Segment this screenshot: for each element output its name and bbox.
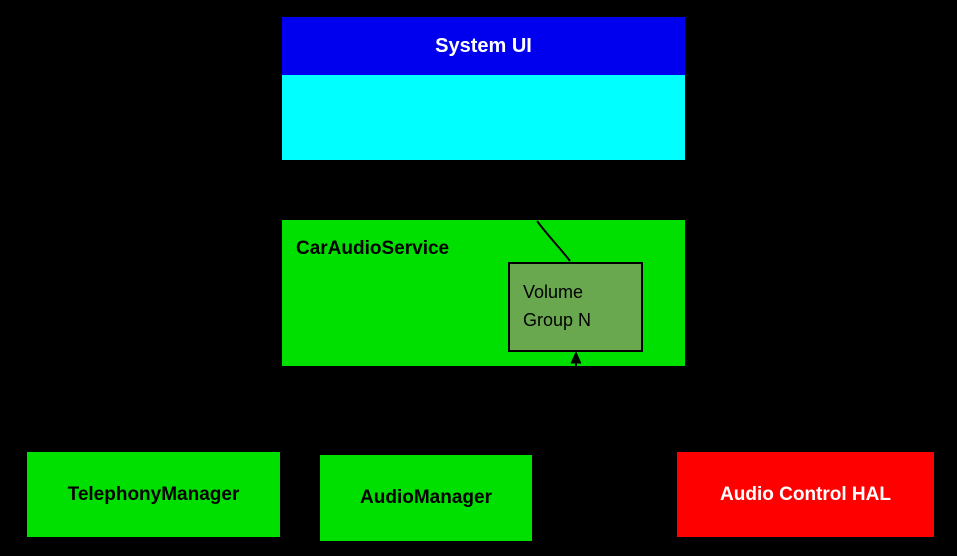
telephony-manager-node: TelephonyManager [27, 452, 280, 537]
system-ui-header: System UI [282, 17, 685, 75]
volume-group-node: Volume Group N [508, 262, 643, 352]
car-audio-service-label: CarAudioService [296, 238, 450, 259]
system-ui-node: System UI [282, 17, 685, 160]
audio-control-hal-node: Audio Control HAL [677, 452, 934, 537]
audio-manager-label: AudioManager [360, 487, 492, 508]
telephony-manager-label: TelephonyManager [67, 483, 240, 505]
system-ui-label: System UI [435, 34, 532, 57]
audio-manager-node: AudioManager [320, 455, 532, 541]
audio-control-hal-label: Audio Control HAL [720, 483, 891, 505]
volume-group-label: Volume Group N [523, 282, 592, 330]
system-ui-body [282, 75, 685, 160]
